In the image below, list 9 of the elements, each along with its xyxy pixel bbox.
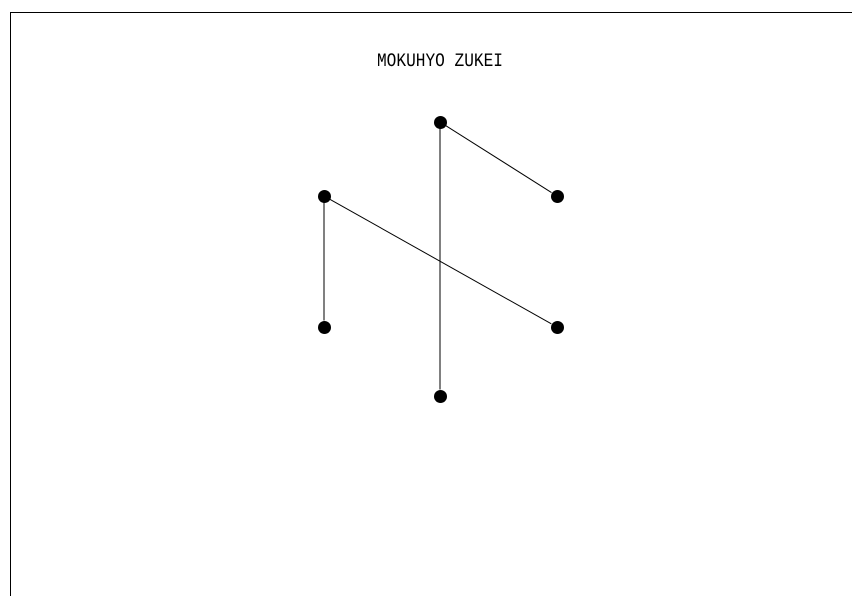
point-dot — [434, 116, 446, 128]
diagram-title: MOKUHYO ZUKEI — [376, 50, 504, 72]
point-dot — [434, 390, 446, 402]
connector-line — [445, 124, 552, 194]
point-dot — [550, 320, 564, 334]
connector-line — [329, 198, 552, 324]
point-dot — [318, 320, 330, 334]
point-dot — [318, 190, 330, 202]
point-dot — [550, 190, 564, 202]
